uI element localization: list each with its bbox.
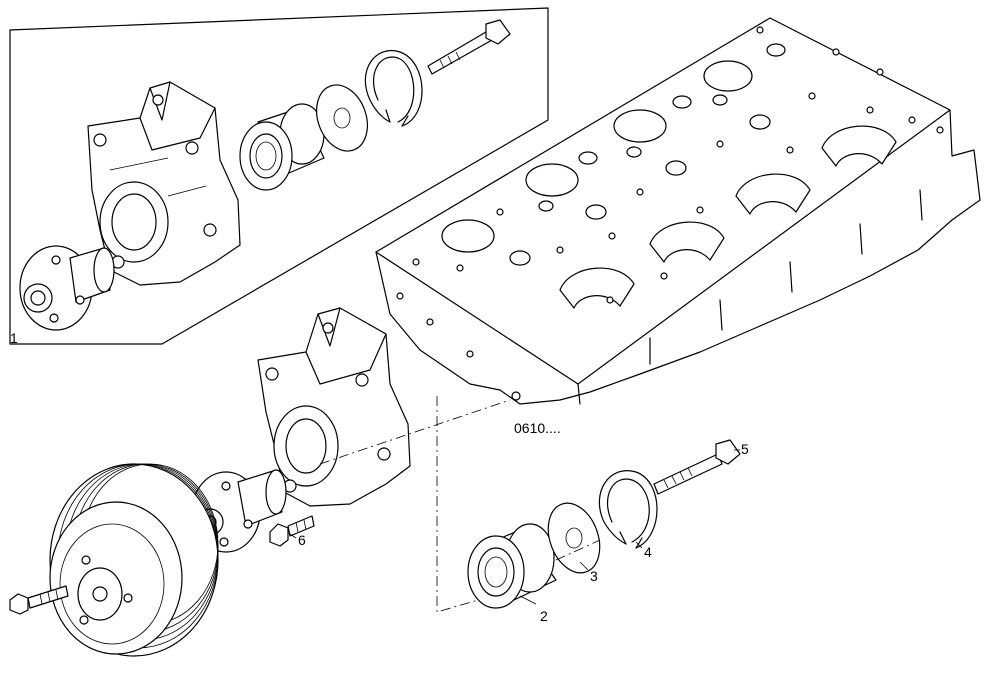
callout-5: 5 [741, 441, 749, 457]
callout-leaders [289, 449, 740, 605]
callout-4: 4 [644, 544, 652, 560]
callout-3: 3 [590, 568, 598, 584]
kit-frame [9, 7, 549, 345]
kit-snap-ring [364, 49, 423, 127]
cylinder-head [375, 17, 981, 405]
callout-1: 1 [10, 330, 18, 346]
long-bolt [653, 439, 741, 495]
pulley-bolt [9, 585, 69, 615]
snap-ring [598, 470, 658, 549]
kit-seal-plate [316, 84, 368, 152]
crankshaft-pulley [49, 463, 219, 657]
bearing [467, 523, 557, 609]
kit-pump-housing [87, 81, 241, 286]
kit-bearing [239, 103, 325, 191]
kit-hub [19, 245, 115, 331]
reference-code: 0610.... [514, 420, 561, 436]
callout-6: 6 [298, 532, 306, 548]
assembly-axis-lines [319, 396, 601, 613]
kit-bolt [427, 19, 511, 75]
pump-housing [257, 307, 411, 507]
callout-2: 2 [540, 608, 548, 624]
short-bolt [269, 515, 315, 547]
seal-plate [547, 502, 601, 574]
